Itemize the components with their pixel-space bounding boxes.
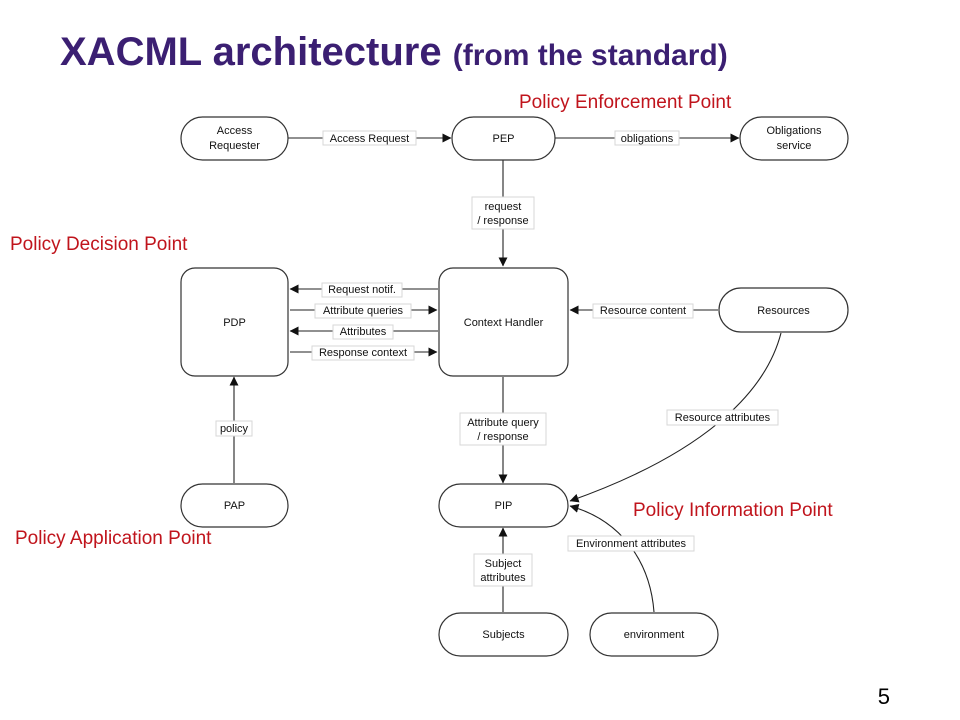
- edge-label-request-response: request/ response: [477, 201, 528, 227]
- node-subjects-label: Subjects: [482, 629, 525, 641]
- node-pdp-label: PDP: [223, 317, 246, 329]
- edge-label-policy-bg: [215, 420, 253, 437]
- edge-label-attribute-queries: Attribute queries: [323, 305, 404, 317]
- edge-label-request-notif-bg: [321, 282, 403, 298]
- slide-title: XACML architecture (from the standard): [60, 30, 728, 75]
- edge-label-obligations: obligations: [621, 133, 674, 145]
- node-pep-label: PEP: [492, 133, 514, 145]
- node-context-handler: [438, 267, 569, 377]
- edge-label-obligations-bg: [614, 130, 680, 146]
- slide-title-main: XACML architecture: [60, 30, 442, 74]
- callout-policy-information-point: Policy Information Point: [633, 500, 833, 521]
- node-obligations-service: [739, 116, 849, 161]
- edge-label-resource-content: Resource content: [600, 305, 686, 317]
- edge-label-resource-attributes: Resource attributes: [675, 412, 771, 424]
- edge-label-response-context-bg: [311, 345, 415, 361]
- slide-title-suffix: (from the standard): [452, 39, 728, 72]
- node-resources: [718, 287, 849, 333]
- edge-label-resource-attributes-bg: [666, 409, 779, 426]
- edge-label-response-context: Response context: [319, 347, 407, 359]
- node-environment: [589, 612, 719, 657]
- edge-label-resource-content-bg: [592, 303, 694, 319]
- node-access-requester: [180, 116, 289, 161]
- node-pap-label: PAP: [224, 500, 245, 512]
- page-number: 5: [877, 684, 890, 709]
- edge-label-access-request-bg: [322, 130, 417, 146]
- edge-label-access-request: Access Request: [330, 133, 409, 145]
- edge-label-environment-attributes: Environment attributes: [576, 538, 687, 550]
- edge-label-attributes-bg: [332, 324, 394, 340]
- edge-environment-attributes: [569, 503, 655, 613]
- node-pip: [438, 483, 569, 528]
- node-context-handler-label: Context Handler: [464, 317, 544, 329]
- edge-label-environment-attributes-bg: [567, 535, 695, 552]
- edge-label-request-notif: Request notif.: [328, 284, 396, 296]
- node-pip-label: PIP: [495, 500, 513, 512]
- callout-policy-decision-point: Policy Decision Point: [10, 234, 188, 255]
- node-environment-label: environment: [624, 629, 685, 641]
- edge-label-subject-attributes-bg: [473, 553, 533, 587]
- edge-label-request-response-bg: [471, 196, 535, 230]
- node-pep: [451, 116, 556, 161]
- node-pdp: [180, 267, 289, 377]
- edge-label-attributes: Attributes: [340, 326, 387, 338]
- node-subjects: [438, 612, 569, 657]
- edge-label-attribute-queries-bg: [314, 303, 412, 319]
- edge-label-attribute-query-response-bg: [459, 412, 547, 446]
- node-resources-label: Resources: [757, 305, 810, 317]
- callout-policy-enforcement-point: Policy Enforcement Point: [519, 92, 732, 113]
- node-pap: [180, 483, 289, 528]
- callout-policy-application-point: Policy Application Point: [15, 528, 212, 549]
- edge-label-policy: policy: [220, 423, 249, 435]
- edge-label-attribute-query-response: Attribute query/ response: [467, 417, 539, 443]
